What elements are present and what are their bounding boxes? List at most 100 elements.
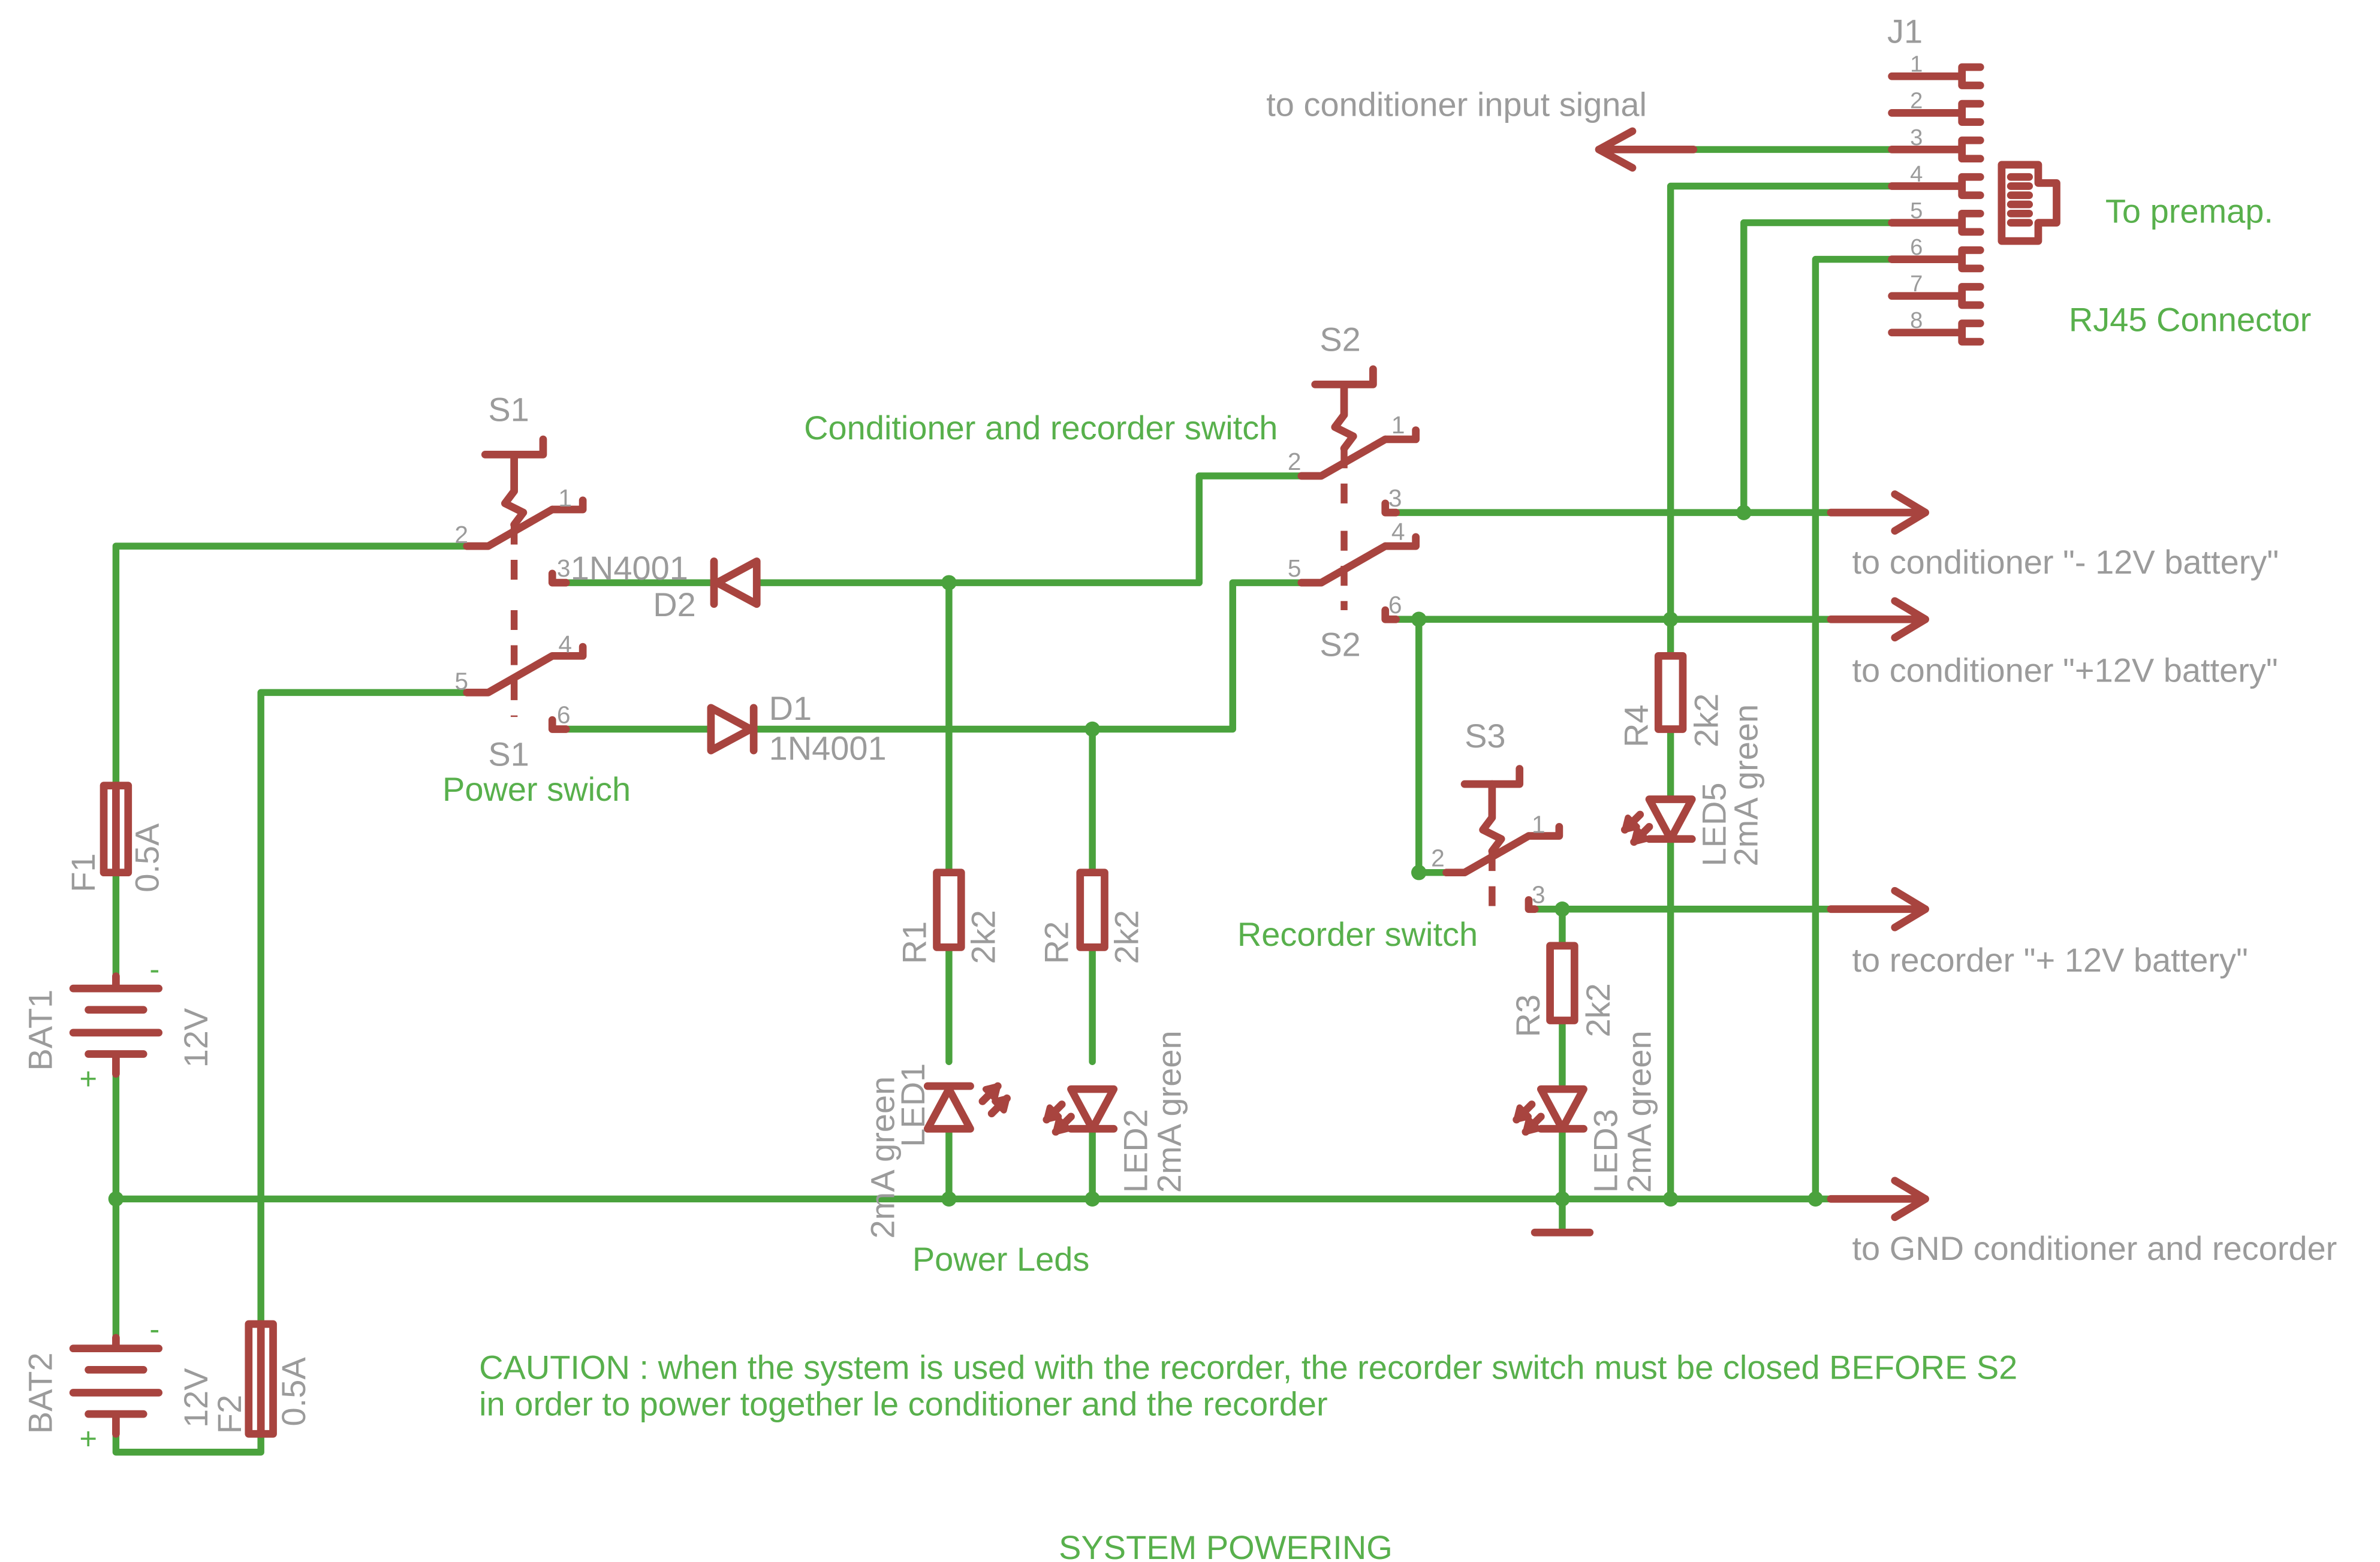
bat1-plus: + xyxy=(79,1062,97,1096)
arrow-right-icon xyxy=(1827,886,1929,931)
cond-rec-switch-label: Conditioner and recorder switch xyxy=(804,409,1278,447)
pin-label: 1 xyxy=(1391,411,1405,439)
resistor-icon xyxy=(933,869,965,951)
junction-dot xyxy=(941,1191,957,1207)
battery-icon xyxy=(69,1334,163,1438)
pin-label: 6 xyxy=(1388,591,1402,619)
d1-value: 1N4001 xyxy=(769,729,887,767)
rj45-label: RJ45 Connector xyxy=(2069,300,2311,338)
power-switch-label: Power swich xyxy=(442,770,631,808)
f1-value: 0.5A xyxy=(128,823,166,892)
r3-value: 2k2 xyxy=(1579,983,1617,1037)
d2-name: D2 xyxy=(653,586,696,623)
pin-label: 4 xyxy=(1391,518,1405,545)
diode-d2: 1N4001 D2 xyxy=(571,549,761,623)
j1-label: J1 xyxy=(1887,12,1923,50)
switch-s2: S2 S2 1 2 3 4 5 6 xyxy=(1288,320,1420,663)
j1-pin-label: 4 xyxy=(1910,161,1923,187)
arrow-left-icon xyxy=(1595,127,1698,172)
led1-value: 2mA green xyxy=(863,1076,901,1239)
junction-dot xyxy=(1554,1191,1570,1207)
output-gnd: to GND conditioner and recorder xyxy=(1852,1229,2337,1267)
led-led2: LED2 2mA green xyxy=(1043,1030,1188,1193)
output-minus-12v: to conditioner "- 12V battery" xyxy=(1852,543,2279,581)
j1-pin-label: 5 xyxy=(1910,198,1923,224)
junction-dot xyxy=(1662,1191,1679,1207)
bat2-minus: - xyxy=(149,1311,159,1346)
junction-dot xyxy=(1662,611,1679,627)
power-leds-label: Power Leds xyxy=(912,1240,1090,1278)
junction-dot xyxy=(1411,864,1427,880)
bat1-minus: - xyxy=(149,952,159,986)
battery-bat1: - + BAT1 12V xyxy=(22,952,215,1096)
output-plus-12v: to conditioner "+12V battery" xyxy=(1852,652,2277,689)
led1-name: LED1 xyxy=(894,1063,932,1147)
led-icon xyxy=(1537,1085,1587,1133)
led3-name: LED3 xyxy=(1587,1109,1625,1193)
arrow-right-icon xyxy=(1827,490,1929,535)
junction-dot xyxy=(1736,505,1752,520)
led-icon xyxy=(1067,1085,1118,1133)
led-led3: LED3 2mA green xyxy=(1513,1030,1658,1193)
r2-name: R2 xyxy=(1037,921,1075,964)
pin-label: 5 xyxy=(1288,554,1302,582)
pin-label: 3 xyxy=(557,554,571,582)
output-recorder-12v: to recorder "+ 12V battery" xyxy=(1852,941,2248,979)
bat2-value: 12V xyxy=(177,1368,215,1428)
r2-value: 2k2 xyxy=(1107,910,1145,964)
connector-j1: J1 1 2 3 4 5 6 7 8 xyxy=(1887,12,2060,346)
led-led5: LED5 2mA green xyxy=(1620,704,1765,867)
led-led1: LED1 2mA green xyxy=(863,1063,1011,1239)
rj45-jack-icon xyxy=(1998,161,2060,245)
pin-label: 6 xyxy=(557,701,571,728)
pin-label: 2 xyxy=(1288,448,1302,475)
connector-pins xyxy=(1888,63,1984,346)
led-icon xyxy=(923,1082,974,1133)
j1-pin-label: 8 xyxy=(1910,307,1923,333)
pin-label: 3 xyxy=(1388,484,1402,512)
page-title: SYSTEM POWERING xyxy=(1059,1528,1393,1562)
s3-label: S3 xyxy=(1465,717,1505,755)
output-arrows xyxy=(1595,127,1929,1222)
switch-s3: S3 1 2 3 xyxy=(1431,717,1563,915)
s1-bottom-label: S1 xyxy=(488,735,529,773)
arrow-right-icon xyxy=(1827,1177,1929,1222)
led2-name: LED2 xyxy=(1117,1109,1155,1193)
junction-dot xyxy=(1084,721,1100,737)
f1-name: F1 xyxy=(64,853,102,892)
pin-label: 3 xyxy=(1532,881,1546,909)
junction-dot xyxy=(1554,901,1570,917)
battery-bat2: - + BAT2 12V xyxy=(22,1311,215,1455)
bat2-plus: + xyxy=(79,1422,97,1456)
j1-pin-label: 6 xyxy=(1910,234,1923,260)
caution-line-1: CAUTION : when the system is used with t… xyxy=(479,1349,2017,1386)
to-premap-label: To premap. xyxy=(2105,192,2273,230)
fuse-f2: F2 0.5A xyxy=(210,1320,312,1438)
led5-value: 2mA green xyxy=(1727,704,1765,867)
led-icon xyxy=(1645,795,1696,843)
s2-top-label: S2 xyxy=(1319,320,1360,358)
pin-label: 1 xyxy=(1532,811,1546,839)
fuse-f1: F1 0.5A xyxy=(64,782,166,892)
r1-name: R1 xyxy=(896,921,933,964)
diode-icon xyxy=(707,704,758,755)
pin-label: 1 xyxy=(558,484,572,512)
resistor-icon xyxy=(1076,869,1108,951)
d1-name: D1 xyxy=(769,689,812,727)
junctions xyxy=(108,505,1824,1207)
bat1-name: BAT1 xyxy=(22,990,59,1071)
led3-value: 2mA green xyxy=(1620,1030,1658,1193)
diode-icon xyxy=(710,557,761,608)
j1-pin-label: 2 xyxy=(1910,88,1923,114)
battery-icon xyxy=(69,972,163,1078)
f2-name: F2 xyxy=(210,1395,248,1434)
junction-dot xyxy=(941,575,957,590)
pin-label: 2 xyxy=(1431,845,1445,872)
j1-pin-label: 7 xyxy=(1910,271,1923,297)
r4-value: 2k2 xyxy=(1688,693,1725,747)
junction-dot xyxy=(1411,611,1427,627)
junction-dot xyxy=(1084,1191,1100,1207)
resistor-icon xyxy=(1546,942,1578,1024)
resistor-r2: R2 2k2 xyxy=(1037,869,1145,964)
bat1-value: 12V xyxy=(177,1008,215,1068)
